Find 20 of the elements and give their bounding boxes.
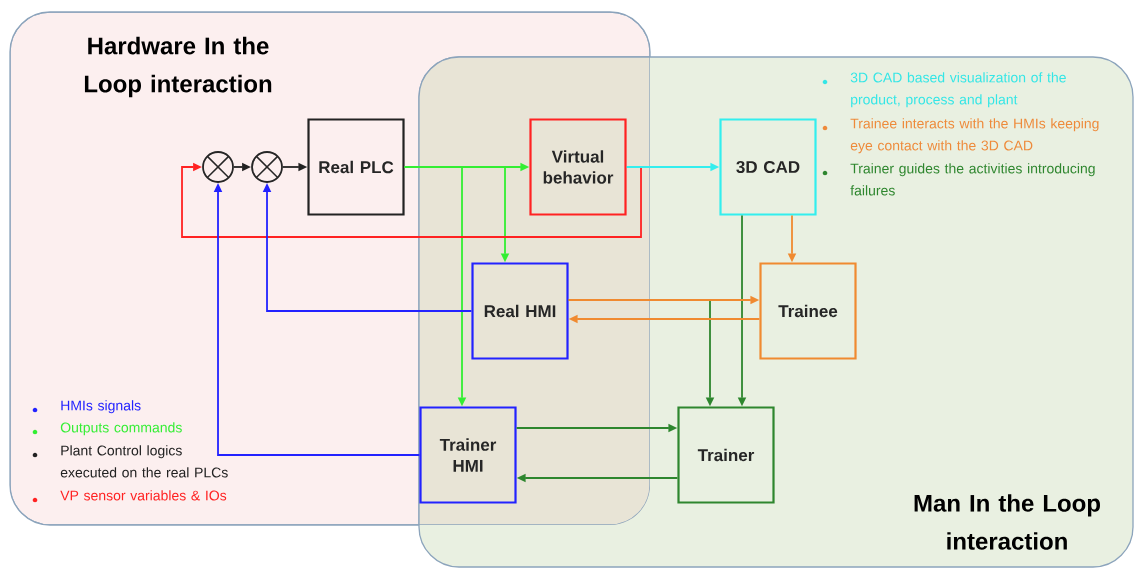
region-panel — [418, 56, 1134, 568]
legend-text: Outputs commands — [60, 422, 182, 436]
legend-text: Trainer guides the activities introducing failures — [850, 163, 1095, 196]
region-heading: Man In the Loop interaction — [914, 494, 1100, 550]
summing-junction — [251, 151, 283, 183]
process-box: Trainee — [759, 262, 857, 360]
process-box: Real PLC — [307, 118, 405, 216]
region-heading: Hardware In the Loop interaction — [84, 36, 272, 98]
legend-text: HMIs signals — [61, 400, 141, 414]
process-box: Trainer — [677, 406, 775, 504]
arrow — [181, 162, 642, 238]
summing-junction — [202, 151, 234, 183]
process-box: Virtual behavior — [529, 118, 627, 216]
process-box: Trainer HMI — [419, 406, 517, 504]
legend-text: 3D CAD based visualization of the product, process and plant — [850, 72, 1066, 108]
process-box: Real HMI — [471, 262, 569, 360]
process-box: 3D CAD — [719, 118, 817, 216]
legend-text: Plant Control logics executed on the real PLCs — [60, 445, 228, 478]
legend-text: VP sensor variables & IOs — [60, 490, 227, 501]
legend-text: Trainee interacts with the HMIs keeping eye contact with the 3D CAD — [850, 118, 1099, 154]
